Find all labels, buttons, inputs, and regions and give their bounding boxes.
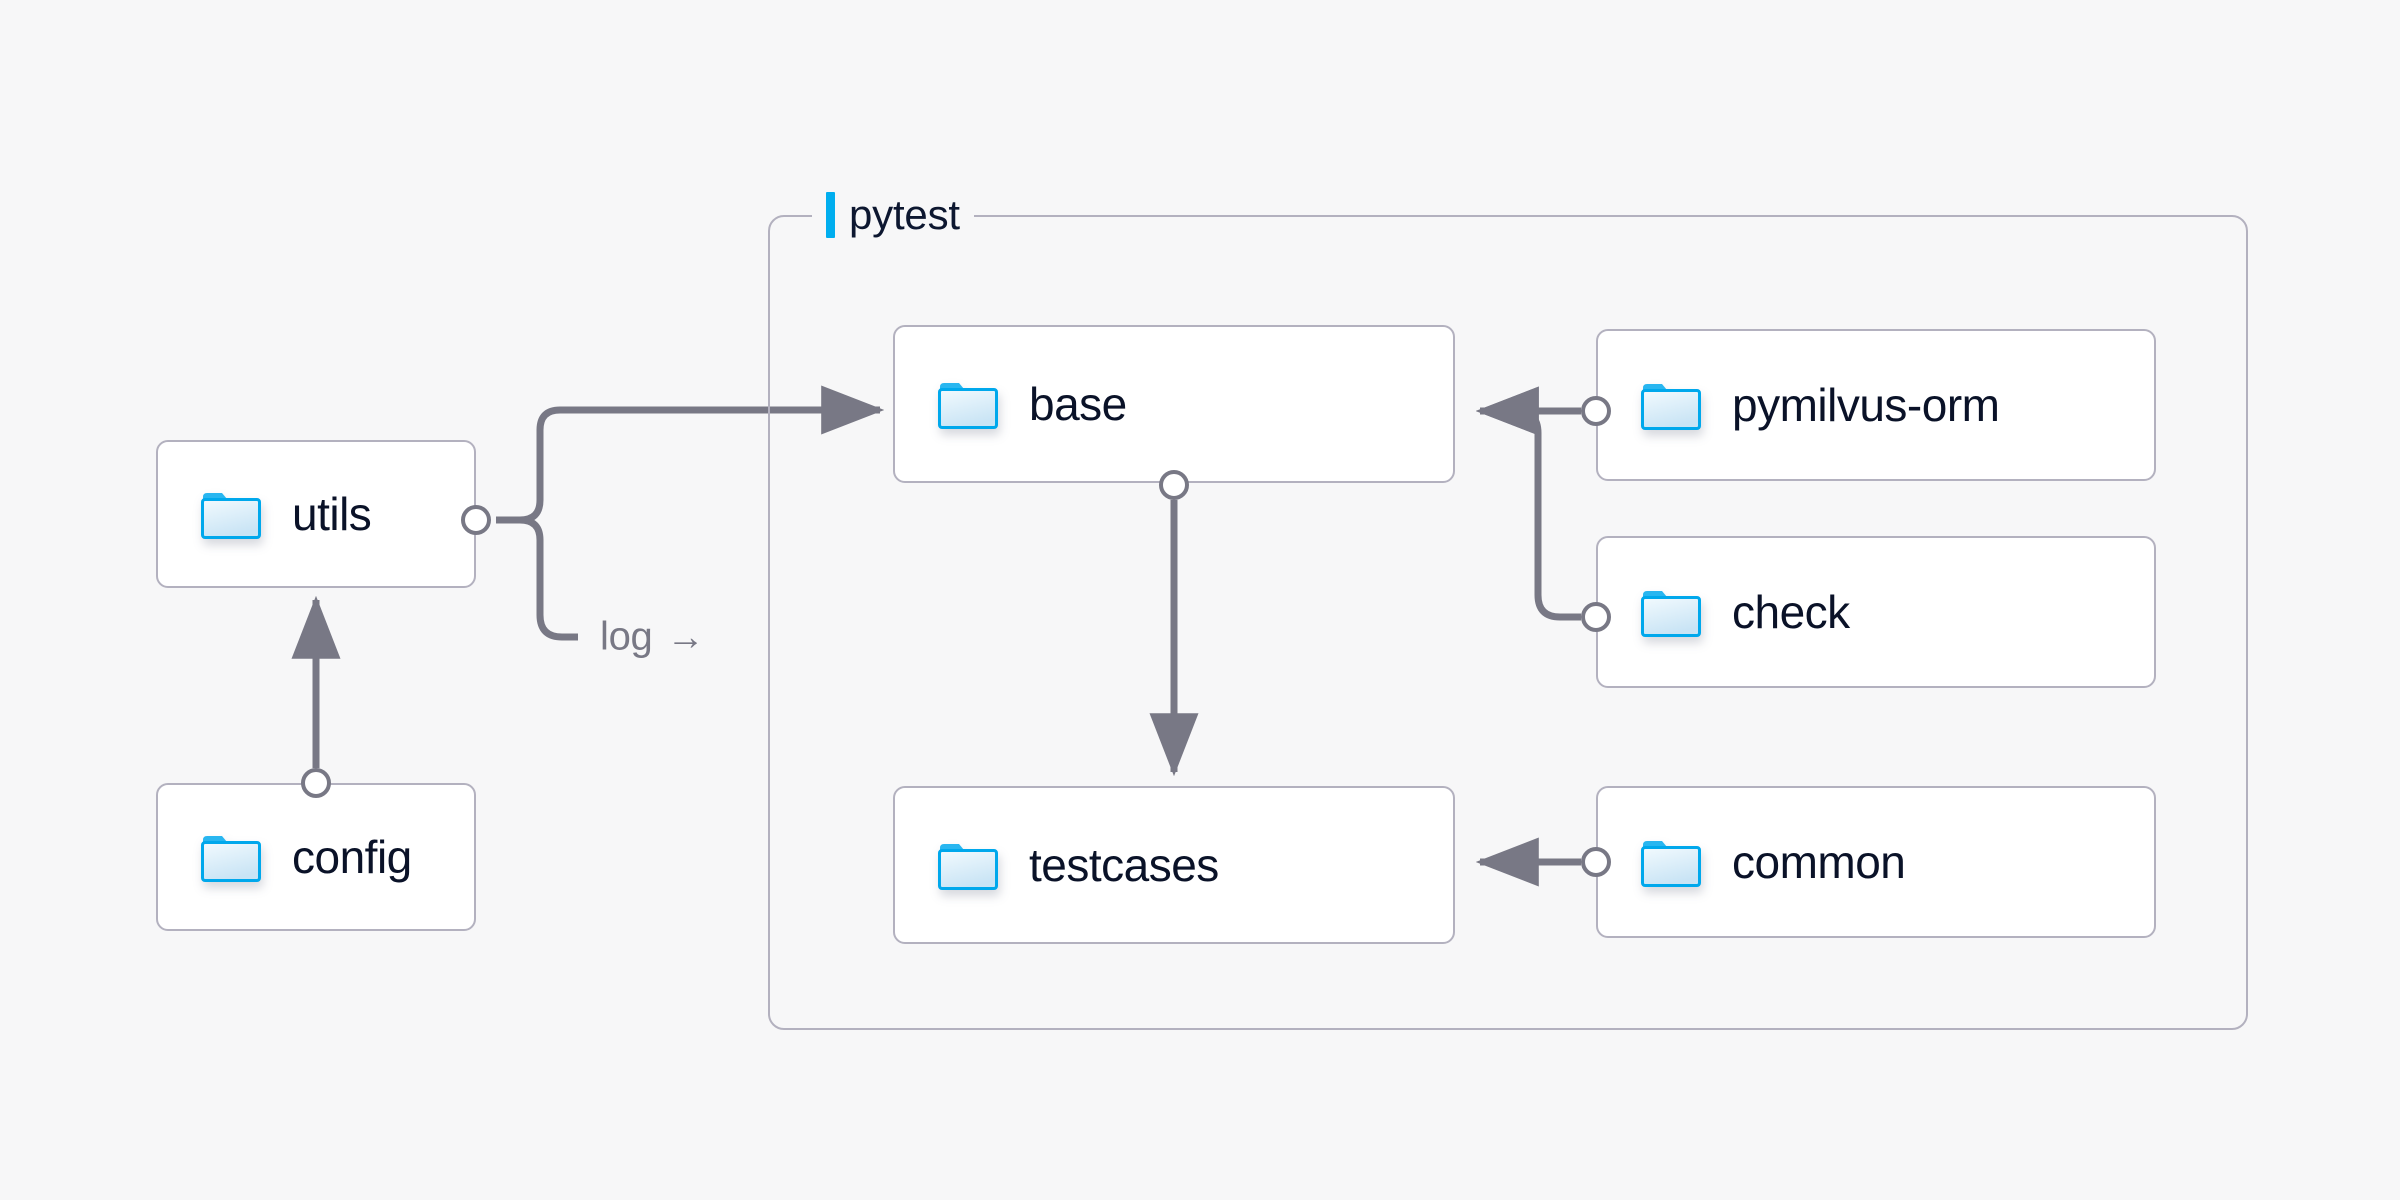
node-pymilvus-orm[interactable]: pymilvus-orm <box>1596 329 2156 481</box>
group-title: pytest <box>849 191 960 238</box>
node-config[interactable]: config <box>156 783 476 931</box>
node-label: check <box>1732 586 1850 638</box>
node-testcases[interactable]: testcases <box>893 786 1455 944</box>
edge-label-log: log → <box>600 615 704 660</box>
node-base[interactable]: base <box>893 325 1455 483</box>
folder-icon <box>1640 586 1702 638</box>
group-pytest[interactable] <box>768 215 2248 1030</box>
node-check[interactable]: check <box>1596 536 2156 688</box>
node-label: utils <box>292 488 372 540</box>
node-utils[interactable]: utils <box>156 440 476 588</box>
group-accent-bar <box>826 192 835 238</box>
edge-utils-to-log <box>496 516 578 641</box>
node-label: testcases <box>1029 839 1219 891</box>
port-config-top[interactable] <box>301 768 331 798</box>
folder-icon <box>937 839 999 891</box>
folder-icon <box>200 488 262 540</box>
port-check-left[interactable] <box>1581 602 1611 632</box>
folder-icon <box>937 378 999 430</box>
folder-icon <box>200 831 262 883</box>
node-label: base <box>1029 378 1127 430</box>
folder-icon <box>1640 836 1702 888</box>
node-label: pymilvus-orm <box>1732 379 2000 431</box>
port-utils-right[interactable] <box>461 505 491 535</box>
port-common-left[interactable] <box>1581 847 1611 877</box>
node-common[interactable]: common <box>1596 786 2156 938</box>
edge-label-log-text: log <box>600 614 653 659</box>
folder-icon <box>1640 379 1702 431</box>
group-pytest-label: pytest <box>812 187 974 243</box>
node-label: config <box>292 831 412 883</box>
node-label: common <box>1732 836 1906 888</box>
port-pymilvus-orm-left[interactable] <box>1581 396 1611 426</box>
port-base-bottom[interactable] <box>1159 470 1189 500</box>
arrow-right-icon: → <box>666 616 705 658</box>
